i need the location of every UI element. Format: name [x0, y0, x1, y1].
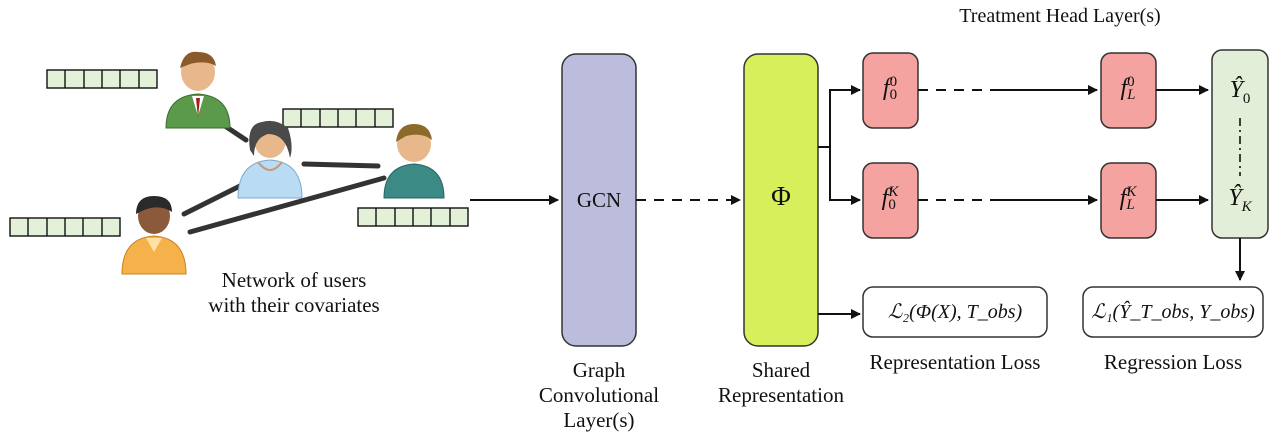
head-bottom-last-base: f — [1119, 185, 1127, 211]
treatment-head-title: Treatment Head Layer(s) — [959, 5, 1161, 27]
shared-caption: Shared Representation — [718, 358, 844, 408]
gcn-caption-line3: Layer(s) — [563, 408, 635, 432]
covariate-vector-3 — [9, 217, 121, 237]
head-top-first-base: f — [882, 75, 890, 101]
network-caption-line2: with their covariates — [208, 293, 380, 317]
network-caption-line1: Network of users — [221, 268, 367, 292]
gcn-caption: Graph Convolutional Layer(s) — [539, 358, 659, 433]
user-icon-lightblue — [237, 120, 303, 199]
head-bottom-last-sub: L — [1126, 197, 1135, 214]
user-icon-green — [165, 51, 231, 129]
covariate-vector-4 — [357, 207, 469, 227]
representation-loss-caption: Representation Loss — [869, 350, 1041, 374]
shared-caption-line2: Representation — [718, 383, 844, 407]
output-yk-base: Ŷ — [1228, 185, 1242, 211]
output-yk-sub: K — [1241, 198, 1252, 215]
shared-caption-line1: Shared — [751, 358, 811, 382]
head-connectors — [918, 85, 1209, 205]
regression-loss-formula: ℒ₁(Ŷ_T_obs, Y_obs) — [1091, 301, 1255, 323]
output-y0-base: Ŷ — [1229, 77, 1243, 103]
head-top-last-sub: L — [1127, 87, 1136, 104]
representation-loss-formula: ℒ₂(Φ(X), T_obs) — [887, 301, 1023, 323]
shared-label: Φ — [771, 181, 791, 211]
head-top-first-sup: 0 — [889, 74, 898, 91]
covariate-vector-1 — [46, 69, 158, 89]
regression-loss-box — [1082, 286, 1264, 338]
head-top-first-sub: 0 — [889, 87, 898, 104]
network-caption: Network of users with their covariates — [208, 268, 379, 318]
user-icon-teal — [383, 124, 445, 199]
output-y0-sub: 0 — [1242, 90, 1251, 107]
shared-representation-box — [743, 53, 819, 347]
head-top-last-base: f — [1120, 75, 1128, 101]
head-bottom-first-sub: 0 — [888, 197, 896, 214]
gcn-caption-line2: Convolutional — [538, 383, 660, 407]
head-bottom-last-sup: K — [1126, 184, 1137, 201]
gcn-caption-line1: Graph — [572, 358, 626, 382]
regression-loss-caption: Regression Loss — [1103, 350, 1243, 374]
covariate-vector-2 — [282, 108, 394, 128]
user-icon-orange — [121, 196, 187, 275]
output-yk: ŶK — [1228, 186, 1251, 220]
head-bottom-first-base: f — [881, 185, 889, 211]
representation-loss-box — [862, 286, 1048, 338]
branch-connectors — [818, 85, 861, 319]
output-y0: Ŷ0 — [1230, 78, 1251, 112]
head-bottom-first-sup: K — [888, 184, 899, 201]
head-top-last-sup: 0 — [1127, 74, 1135, 91]
gcn-label: GCN — [576, 188, 622, 212]
